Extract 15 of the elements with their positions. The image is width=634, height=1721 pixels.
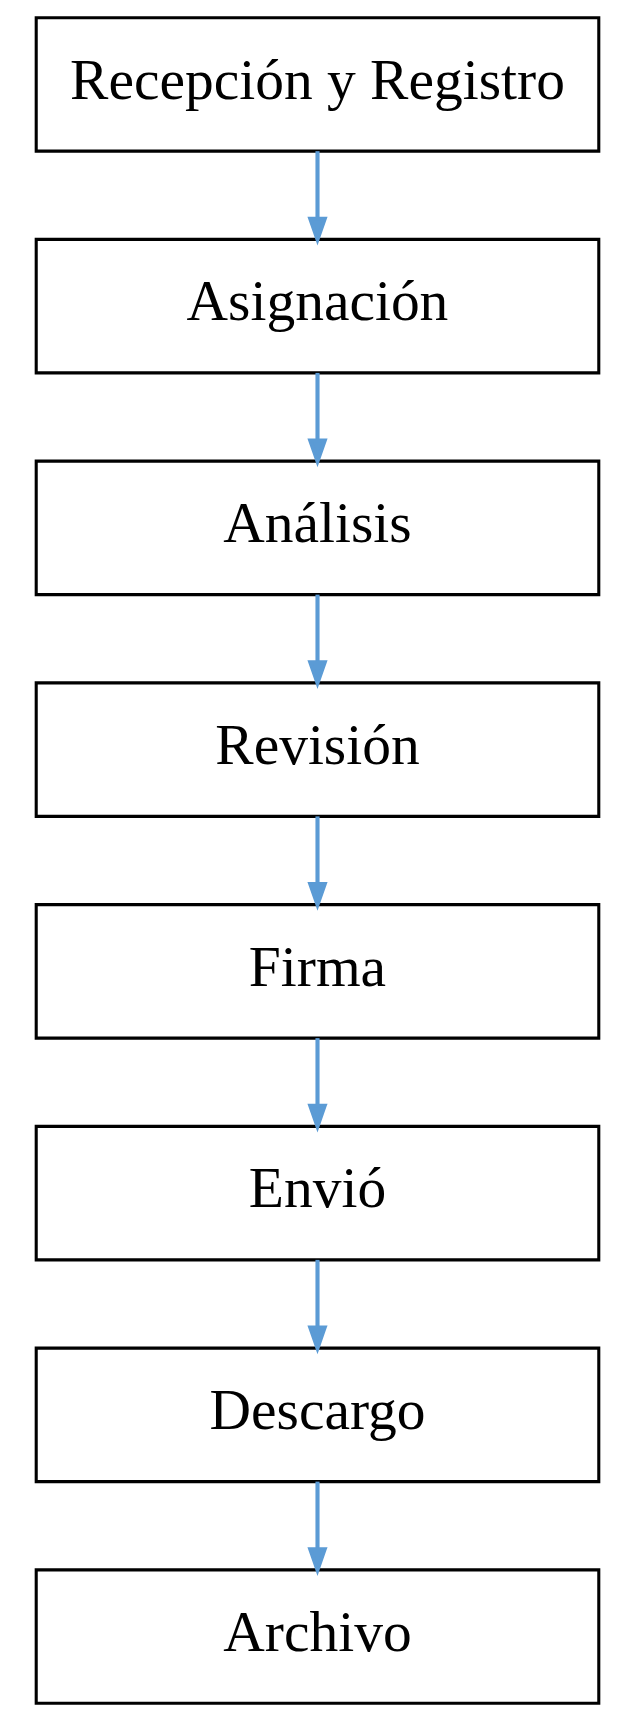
arrow: [306, 594, 328, 689]
arrow: [306, 1038, 328, 1133]
arrow: [306, 816, 328, 911]
arrow: [306, 1259, 328, 1355]
node-box: Recepción y Registro: [34, 16, 600, 153]
node-box: Envió: [34, 1124, 600, 1262]
node-box: Archivo: [34, 1568, 600, 1705]
node-box: Revisión: [34, 681, 600, 818]
node-box: Firma: [34, 903, 600, 1040]
arrow: [306, 151, 328, 246]
node-box: Descargo: [34, 1346, 600, 1484]
arrow: [306, 1481, 328, 1576]
node-box: Asignación: [34, 237, 600, 375]
node-box: Análisis: [34, 459, 600, 597]
arrow: [306, 372, 328, 468]
